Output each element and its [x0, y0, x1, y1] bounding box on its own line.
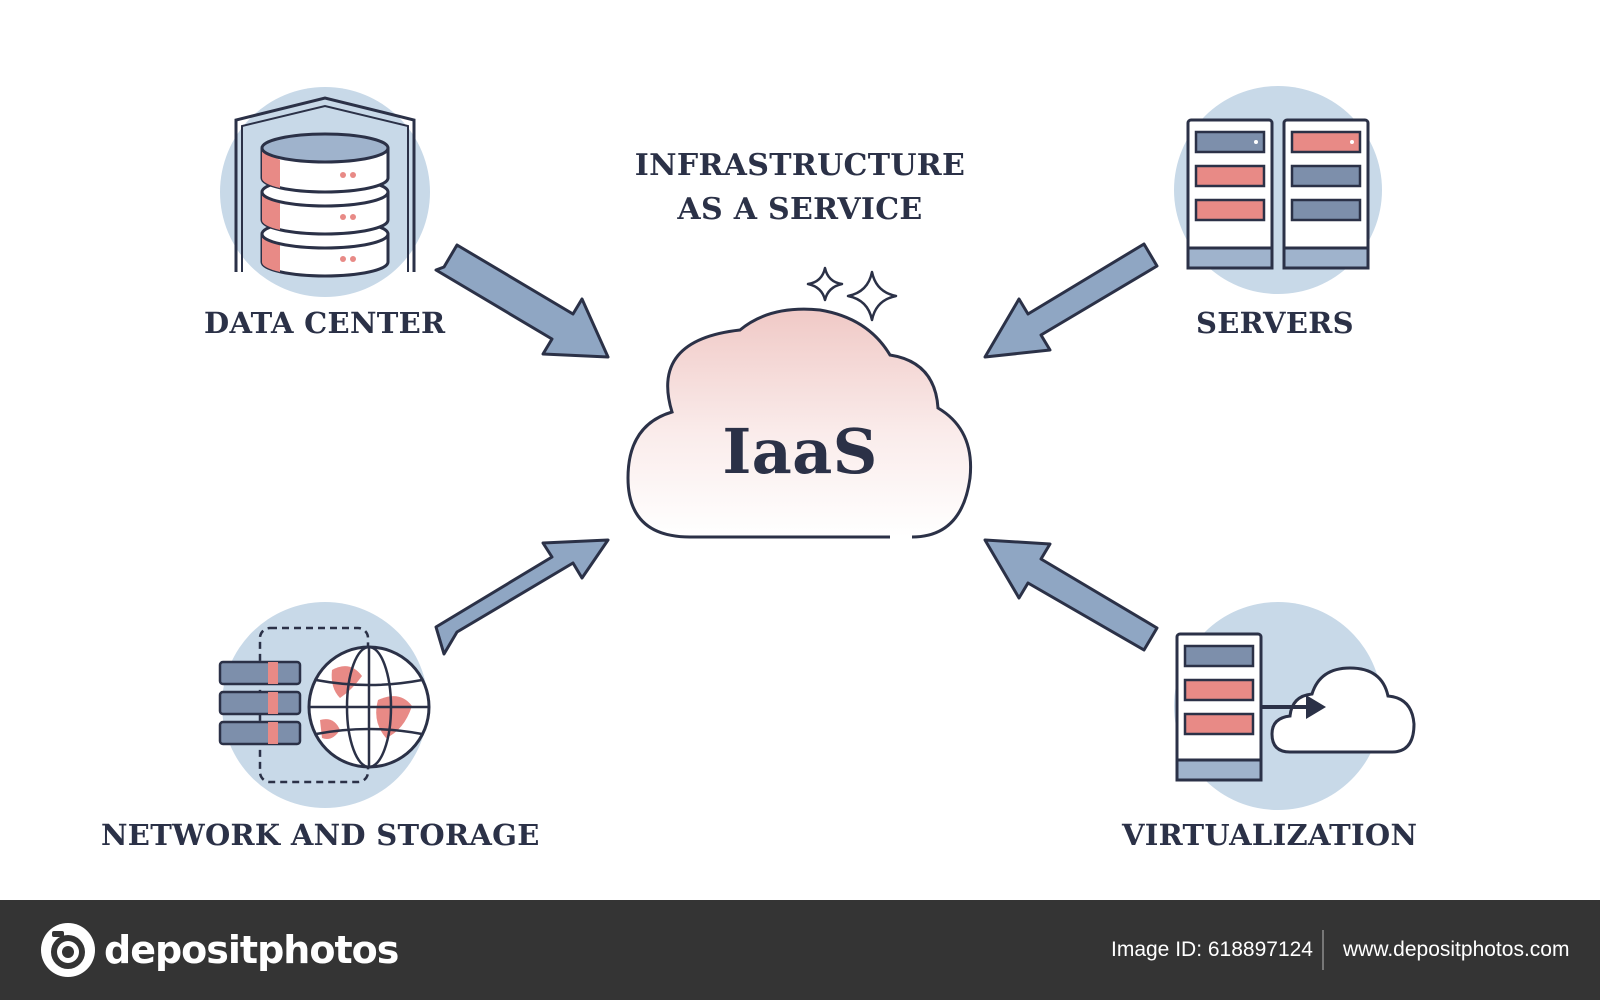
title-line-1: INFRASTRUCTURE: [634, 148, 966, 183]
site-url-link[interactable]: www.depositphotos.com: [1343, 938, 1570, 961]
servers-label: SERVERS: [1196, 306, 1354, 340]
arrow-servers-to-cloud: [983, 242, 1159, 359]
virtualization-label: VIRTUALIZATION: [1122, 818, 1418, 852]
footer-divider: [1322, 930, 1324, 970]
data-center-label: DATA CENTER: [204, 306, 446, 340]
stock-footer-bar: depositphotos Image ID: 618897124 www.de…: [0, 900, 1600, 1000]
arrow-virtualization-to-cloud: [983, 538, 1159, 652]
virtualization-icon: [1174, 602, 1416, 810]
arrow-data-center-to-cloud: [434, 243, 610, 359]
diagram-title: INFRASTRUCTURE AS A SERVICE: [0, 144, 1600, 232]
iaas-cloud: [626, 307, 973, 539]
data-center-icon: [220, 87, 430, 297]
camera-logo-icon: [41, 923, 95, 977]
servers-icon: [1174, 86, 1382, 294]
title-line-2: AS A SERVICE: [677, 192, 923, 227]
arrow-network-to-cloud: [434, 538, 610, 656]
network-storage-label: NETWORK AND STORAGE: [101, 818, 540, 852]
brand-logo[interactable]: depositphotos: [40, 922, 399, 978]
cloud-center-label: IaaS: [722, 415, 878, 488]
network-storage-icon: [218, 602, 431, 808]
image-id-text: Image ID: 618897124: [1111, 938, 1313, 961]
iaas-diagram-art: [218, 86, 1416, 810]
sparkle-icon: [806, 266, 898, 322]
brand-name: depositphotos: [104, 928, 399, 972]
